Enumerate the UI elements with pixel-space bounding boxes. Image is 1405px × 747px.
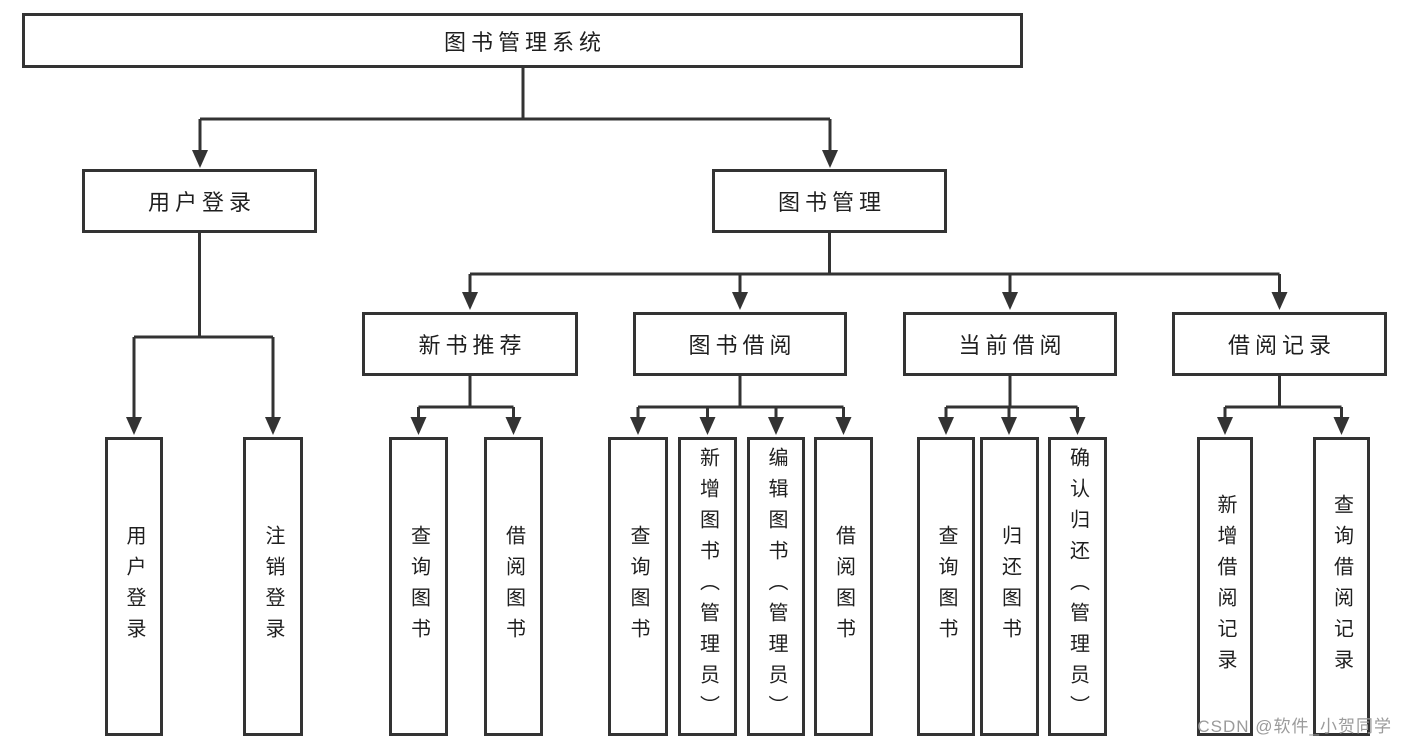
leaf-add-borrow-record-label: 新增借阅记录 [1214,493,1236,680]
arrowheads [126,150,1350,435]
leaf-return-books-label: 归还图书 [998,524,1021,649]
leaf-query-books-borrow-label: 查询图书 [627,524,649,649]
leaf-borrow-books-recommend: 借阅图书 [484,437,543,736]
leaf-query-books-borrow: 查询图书 [608,437,668,736]
leaf-confirm-return-admin-label: 确认归还（管理员） [1066,447,1089,726]
leaf-borrow-books: 借阅图书 [814,437,873,736]
leaf-user-login: 用户登录 [105,437,163,736]
leaf-query-books-recommend-label: 查询图书 [407,524,430,649]
leaf-query-books-current-label: 查询图书 [935,524,957,649]
leaf-add-books-admin: 新增图书（管理员） [678,437,737,736]
leaf-logout-login-label: 注销登录 [262,524,284,649]
node-user-login: 用户登录 [82,169,317,233]
leaf-add-books-admin-label: 新增图书（管理员） [696,447,719,726]
leaf-query-books-current: 查询图书 [917,437,975,736]
leaf-confirm-return-admin: 确认归还（管理员） [1048,437,1107,736]
node-root-system: 图书管理系统 [22,13,1023,68]
leaf-add-borrow-record: 新增借阅记录 [1197,437,1253,736]
leaf-borrow-books-label: 借阅图书 [832,524,855,649]
leaf-logout-login: 注销登录 [243,437,303,736]
node-borrow-records: 借阅记录 [1172,312,1387,376]
leaf-return-books: 归还图书 [980,437,1039,736]
leaf-query-borrow-record: 查询借阅记录 [1313,437,1370,736]
leaf-borrow-books-recommend-label: 借阅图书 [502,524,525,649]
leaf-query-borrow-record-label: 查询借阅记录 [1330,493,1353,680]
node-book-borrow: 图书借阅 [633,312,847,376]
leaf-user-login-label: 用户登录 [123,524,145,649]
node-book-management: 图书管理 [712,169,947,233]
csdn-watermark: CSDN @软件_小贺同学 [1197,717,1392,736]
leaf-edit-books-admin-label: 编辑图书（管理员） [765,447,787,726]
leaf-edit-books-admin: 编辑图书（管理员） [747,437,805,736]
leaf-query-books-recommend: 查询图书 [389,437,448,736]
node-new-book-recommend: 新书推荐 [362,312,578,376]
node-current-borrow: 当前借阅 [903,312,1117,376]
